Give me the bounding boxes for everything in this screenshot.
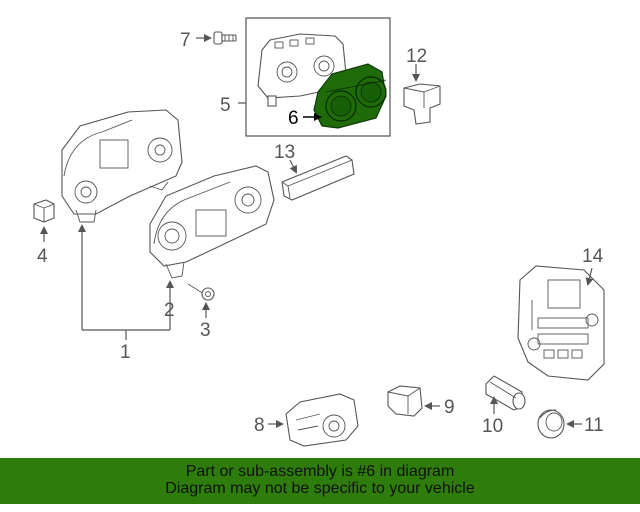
part-7-screw [213, 31, 237, 45]
leader-14 [585, 267, 594, 286]
callout-11: 11 [584, 415, 604, 436]
part-3-screw [187, 283, 215, 301]
callout-4: 4 [37, 246, 48, 267]
callout-13: 13 [274, 142, 295, 163]
part-13-switch-panel [281, 155, 355, 201]
part-4-switch [33, 199, 55, 223]
callout-3: 3 [200, 320, 211, 341]
callout-12: 12 [406, 46, 427, 67]
part-11-knob [537, 409, 565, 439]
part-14-center-stack-bezel [517, 265, 605, 381]
info-banner: Part or sub-assembly is #6 in diagram Di… [0, 458, 640, 504]
part-6-climate-control-panel [313, 63, 387, 129]
part-12-switch [403, 83, 441, 125]
part-9-switch [387, 385, 423, 417]
part-8-headlamp-switch [285, 393, 359, 447]
part-5-assembly-box [238, 17, 391, 137]
callout-9: 9 [444, 397, 455, 418]
callout-5: 5 [220, 95, 231, 116]
leader-13 [289, 159, 297, 174]
part-10-push-button [485, 375, 526, 411]
part-1-instrument-cluster-rear [61, 109, 183, 223]
parts-diagram: 7 5 6 12 13 4 2 3 1 14 8 9 10 11 [33, 17, 605, 447]
callout-2: 2 [164, 300, 175, 321]
callout-8: 8 [254, 415, 265, 436]
part-2-instrument-cluster-front [149, 165, 275, 279]
callout-6: 6 [288, 108, 299, 129]
callout-14: 14 [582, 246, 604, 267]
banner-line-1: Part or sub-assembly is #6 in diagram [185, 463, 455, 480]
callout-10: 10 [482, 416, 503, 437]
leader-1-bracket [78, 224, 174, 340]
banner-line-2: Diagram may not be specific to your vehi… [165, 480, 475, 497]
callout-1: 1 [120, 342, 131, 363]
callout-7: 7 [180, 30, 191, 51]
